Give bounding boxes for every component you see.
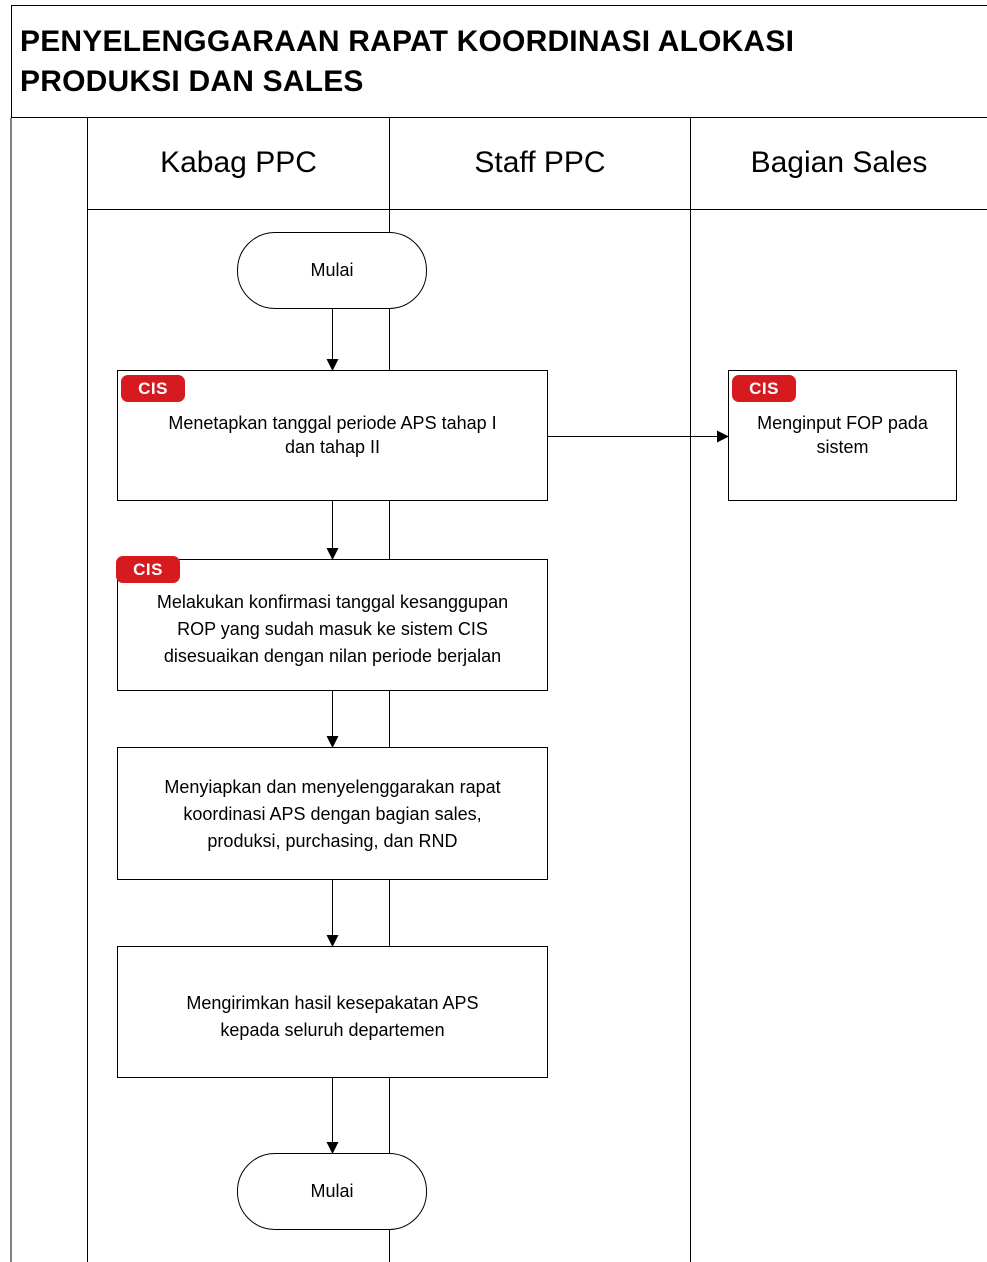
step2-line-2: ROP yang sudah masuk ke sistem CIS (177, 619, 488, 639)
step4-line-1: Mengirimkan hasil kesepakatan APS (186, 993, 479, 1013)
step3-line-1: Menyiapkan dan menyelenggarakan rapat (164, 777, 501, 797)
lane-header-bagian-sales: Bagian Sales (750, 146, 928, 179)
end-label: Mulai (310, 1181, 354, 1201)
step3-line-3: produksi, purchasing, dan RND (207, 831, 458, 851)
start-terminator: Mulai (237, 232, 427, 309)
cis-badge-label: CIS (133, 559, 163, 579)
process-step-4 (117, 946, 548, 1078)
page-title: PENYELENGGARAAN RAPAT KOORDINASI ALOKASI… (20, 22, 950, 102)
step3-line-2: koordinasi APS dengan bagian sales, (183, 804, 482, 824)
cis-badge-sales: CIS (732, 375, 796, 402)
sales-line-1: Menginput FOP pada (757, 413, 928, 433)
start-label: Mulai (310, 260, 354, 280)
flow-arrows (326, 309, 729, 1154)
lane-header-kabag-ppc: Kabag PPC (160, 146, 317, 179)
step4-line-2: kepada seluruh departemen (220, 1020, 445, 1040)
cis-badge-step-1: CIS (121, 375, 185, 402)
process-step-1-text: Menetapkan tanggal periode APS tahap I d… (117, 411, 548, 459)
end-terminator: Mulai (237, 1153, 427, 1230)
title-line-2: PRODUKSI DAN SALES (20, 65, 364, 98)
cis-badge-label: CIS (749, 378, 779, 398)
cis-badge-step-2: CIS (116, 556, 180, 583)
process-step-2-text: Melakukan konfirmasi tanggal kesanggupan… (117, 589, 548, 670)
process-step-sales-text: Menginput FOP pada sistem (728, 411, 957, 459)
title-box (11, 5, 987, 118)
process-step-3 (117, 747, 548, 880)
step2-line-1: Melakukan konfirmasi tanggal kesanggupan (156, 592, 509, 612)
title-line-1: PENYELENGGARAAN RAPAT KOORDINASI ALOKASI (20, 25, 795, 58)
process-step-2 (117, 559, 548, 691)
process-step-1 (117, 370, 548, 501)
process-step-3-text: Menyiapkan dan menyelenggarakan rapat ko… (117, 774, 548, 855)
process-step-4-text: Mengirimkan hasil kesepakatan APS kepada… (117, 990, 548, 1044)
lane-header-staff-ppc: Staff PPC (474, 146, 606, 179)
sales-line-2: sistem (816, 437, 869, 457)
step1-line-1: Menetapkan tanggal periode APS tahap I (168, 413, 497, 433)
step1-line-2: dan tahap II (284, 437, 381, 457)
process-step-sales (728, 370, 957, 501)
step2-line-3: disesuaikan dengan nilan periode berjala… (163, 646, 502, 666)
cis-badge-label: CIS (138, 378, 168, 398)
